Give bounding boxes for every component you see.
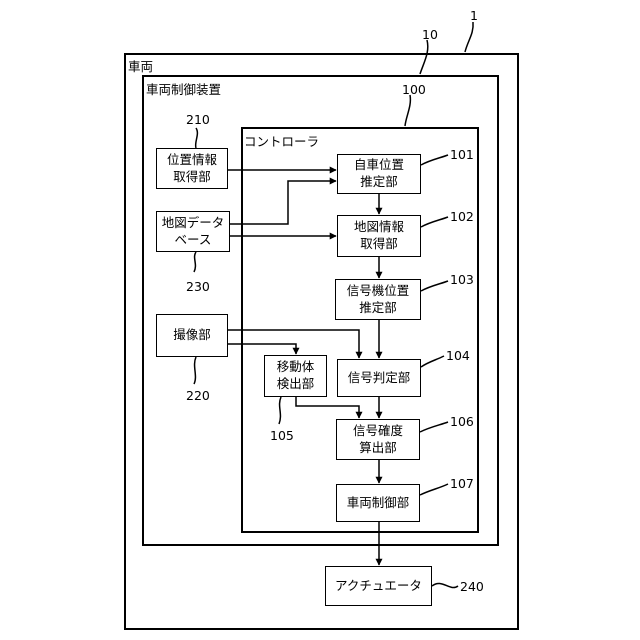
ref-control-device: 10 [422, 27, 438, 42]
leader-100 [405, 95, 410, 126]
leader-210 [196, 128, 198, 148]
leader-105 [279, 397, 281, 424]
ref-position-info: 210 [186, 112, 210, 127]
ref-vehicle: 1 [470, 8, 478, 23]
ref-self-position: 101 [450, 147, 474, 162]
leader-102 [421, 217, 448, 227]
leader-10 [420, 40, 428, 74]
leader-230 [194, 252, 196, 272]
ref-signal-certainty: 106 [450, 414, 474, 429]
leader-240 [432, 583, 458, 587]
leader-220 [194, 357, 196, 384]
leader-101 [421, 155, 448, 165]
arrow-mapdb-to-self-position [230, 181, 336, 224]
ref-map-db: 230 [186, 279, 210, 294]
leader-107 [420, 484, 448, 495]
leader-104 [421, 356, 444, 367]
ref-actuator: 240 [460, 579, 484, 594]
ref-controller: 100 [402, 82, 426, 97]
leader-1 [465, 22, 473, 52]
arrow-imaging-to-moving-object [228, 344, 296, 354]
ref-vehicle-control: 107 [450, 476, 474, 491]
leader-103 [421, 281, 448, 291]
arrow-moving-object-to-signal-certainty [296, 397, 359, 418]
ref-imaging: 220 [186, 388, 210, 403]
ref-signal-position: 103 [450, 272, 474, 287]
ref-map-info: 102 [450, 209, 474, 224]
ref-moving-object: 105 [270, 428, 294, 443]
ref-signal-judge: 104 [446, 348, 470, 363]
leader-106 [420, 422, 448, 432]
